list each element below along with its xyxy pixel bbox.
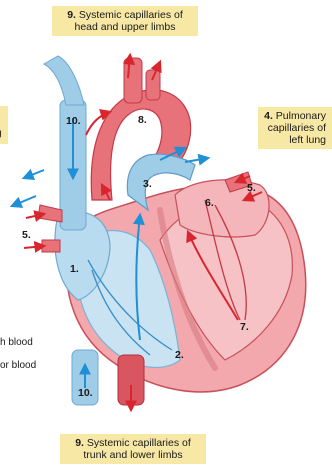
- label-1: 1.: [70, 263, 79, 275]
- pulmonary-vein-left-lower: [42, 240, 60, 252]
- label-5-right: 5.: [247, 182, 256, 194]
- flow-arrow-pulm-left-2: [12, 196, 36, 206]
- pulmonary-vein-left: [38, 205, 62, 222]
- flow-arrow-pulm-right-2: [185, 158, 208, 162]
- flow-arrow-pulm-vein-left-2: [24, 246, 44, 248]
- label-6: 6.: [205, 197, 214, 209]
- label-2: 2.: [175, 349, 184, 361]
- brachiocephalic-vein: [44, 56, 84, 105]
- label-8: 8.: [138, 114, 147, 126]
- label-10-top: 10.: [66, 115, 81, 127]
- brachiocephalic-artery: [124, 58, 142, 103]
- left-carotid-artery: [146, 70, 160, 100]
- label-7: 7.: [240, 321, 249, 333]
- label-5-left: 5.: [22, 229, 31, 241]
- flow-arrow-pulm-left-1: [24, 170, 44, 178]
- label-3: 3.: [143, 178, 152, 190]
- label-10-bottom: 10.: [78, 387, 93, 399]
